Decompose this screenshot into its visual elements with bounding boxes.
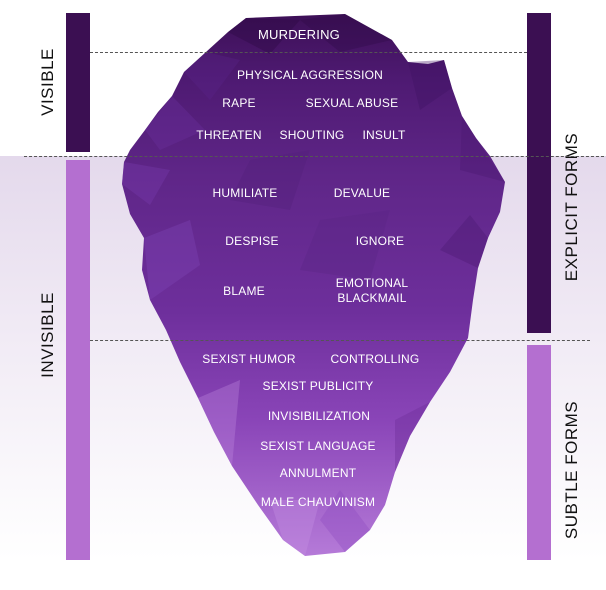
label-invisibilization: INVISIBILIZATION (267, 409, 371, 423)
facet (270, 500, 320, 556)
facet (460, 116, 505, 182)
facet (440, 215, 488, 268)
label-annulment: ANNULMENT (279, 466, 357, 480)
explicit-forms-label: EXPLICIT FORMS (562, 132, 581, 282)
label-blame: BLAME (223, 284, 265, 298)
visible-bar (66, 13, 90, 152)
label-sexual-abuse: SEXUAL ABUSE (305, 96, 399, 110)
label-despise: DESPISE (225, 234, 279, 248)
facet (122, 162, 170, 205)
label-threaten: THREATEN (196, 128, 262, 142)
label-shouting: SHOUTING (279, 128, 345, 142)
label-controlling: CONTROLLING (330, 352, 420, 366)
label-male-chauvinism: MALE CHAUVINISM (260, 495, 376, 509)
label-murdering: MURDERING (258, 27, 340, 42)
label-insult: INSULT (362, 128, 406, 142)
facet (320, 490, 370, 552)
divider-murdering (90, 52, 527, 53)
explicit-forms-bar (527, 13, 551, 333)
iceberg-facets (122, 14, 505, 556)
label-sexist-publicity: SEXIST PUBLICITY (262, 379, 374, 393)
waterline-divider (24, 156, 604, 157)
label-emotional: EMOTIONAL (335, 276, 409, 290)
subtle-forms-label: SUBTLE FORMS (562, 400, 581, 540)
facet (184, 52, 240, 100)
facet (228, 18, 300, 54)
facet (145, 96, 205, 150)
facet (144, 220, 200, 300)
facet (300, 14, 392, 52)
label-physical-aggression: PHYSICAL AGGRESSION (236, 68, 384, 82)
explicit-subtle-divider (90, 340, 590, 341)
facet (408, 60, 452, 110)
iceberg-body (122, 14, 505, 556)
label-rape: RAPE (222, 96, 256, 110)
label-sexist-language: SEXIST LANGUAGE (260, 439, 376, 453)
label-sexist-humor: SEXIST HUMOR (202, 352, 296, 366)
label-humiliate: HUMILIATE (212, 186, 278, 200)
invisible-bar (66, 160, 90, 560)
facet (230, 150, 310, 210)
subtle-forms-bar (527, 345, 551, 560)
facet (395, 402, 430, 472)
facet (300, 210, 390, 280)
label-devalue: DEVALUE (333, 186, 391, 200)
invisible-label: INVISIBLE (38, 292, 57, 378)
label-blackmail: BLACKMAIL (337, 291, 407, 305)
visible-label: VISIBLE (38, 48, 57, 116)
label-ignore: IGNORE (355, 234, 405, 248)
iceberg-diagram: VISIBLE INVISIBLE EXPLICIT FORMS SUBTLE … (0, 13, 606, 560)
iceberg-shape (122, 14, 505, 556)
facet (198, 380, 240, 466)
